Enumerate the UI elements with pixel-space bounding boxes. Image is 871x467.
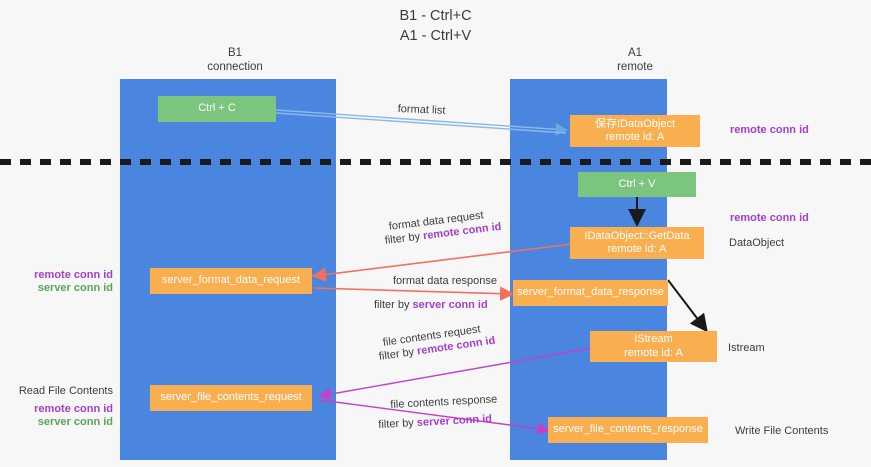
filter-prefix: filter by (378, 345, 418, 363)
edge-label-filter-server-conn-id-1: filter by server conn id (374, 298, 488, 312)
filter-prefix: filter by (374, 299, 413, 311)
node-server-format-data-response[interactable]: server_format_data_response (513, 280, 668, 306)
note-left-remote-conn-id-2: remote conn id (34, 403, 113, 415)
edge-format-data-response (313, 286, 515, 301)
note-remote-conn-id-top: remote conn id (730, 124, 809, 136)
note-remote-conn-id-mid: remote conn id (730, 212, 809, 224)
edge-response-to-istream (667, 279, 708, 333)
lane-header-a1: A1 remote (617, 47, 653, 73)
note-left-remote-conn-id-1: remote conn id (34, 269, 113, 281)
filter-key: server conn id (416, 413, 493, 429)
note-istream: Istream (728, 342, 765, 354)
note-read-file-contents: Read File Contents (18, 385, 113, 397)
node-ctrl-v[interactable]: Ctrl + V (578, 172, 696, 197)
diagram-title: B1 - Ctrl+C A1 - Ctrl+V (399, 8, 472, 44)
node-istream[interactable]: IStream remote id: A (590, 331, 717, 362)
filter-key: server conn id (412, 299, 488, 311)
node-ctrl-c[interactable]: Ctrl + C (158, 96, 276, 122)
filter-prefix: filter by (378, 416, 418, 431)
note-dataobject: DataObject (729, 237, 785, 249)
note-left-server-conn-id-1: server conn id (37, 282, 113, 294)
note-write-file-contents: Write File Contents (735, 425, 829, 437)
node-server-file-contents-request[interactable]: server_file_contents_request (150, 385, 312, 411)
node-idataobject-getdata[interactable]: IDataObject::GetData remote id: A (570, 227, 704, 259)
edge-label-format-list: format list (397, 102, 446, 117)
node-server-file-contents-response[interactable]: server_file_contents_response (548, 417, 708, 443)
edge-label-filter-server-conn-id-2: filter by server conn id (378, 412, 492, 432)
node-server-format-data-request[interactable]: server_format_data_request (150, 268, 312, 294)
lane-header-b1: B1 connection (207, 47, 263, 73)
edge-label-file-contents-response: file contents response (390, 393, 498, 411)
node-save-idataobject[interactable]: 保存IDataObject remote id: A (570, 115, 700, 147)
filter-prefix: filter by (384, 230, 424, 247)
note-left-server-conn-id-2: server conn id (37, 416, 113, 428)
edge-label-format-data-response: format data response (393, 275, 497, 287)
